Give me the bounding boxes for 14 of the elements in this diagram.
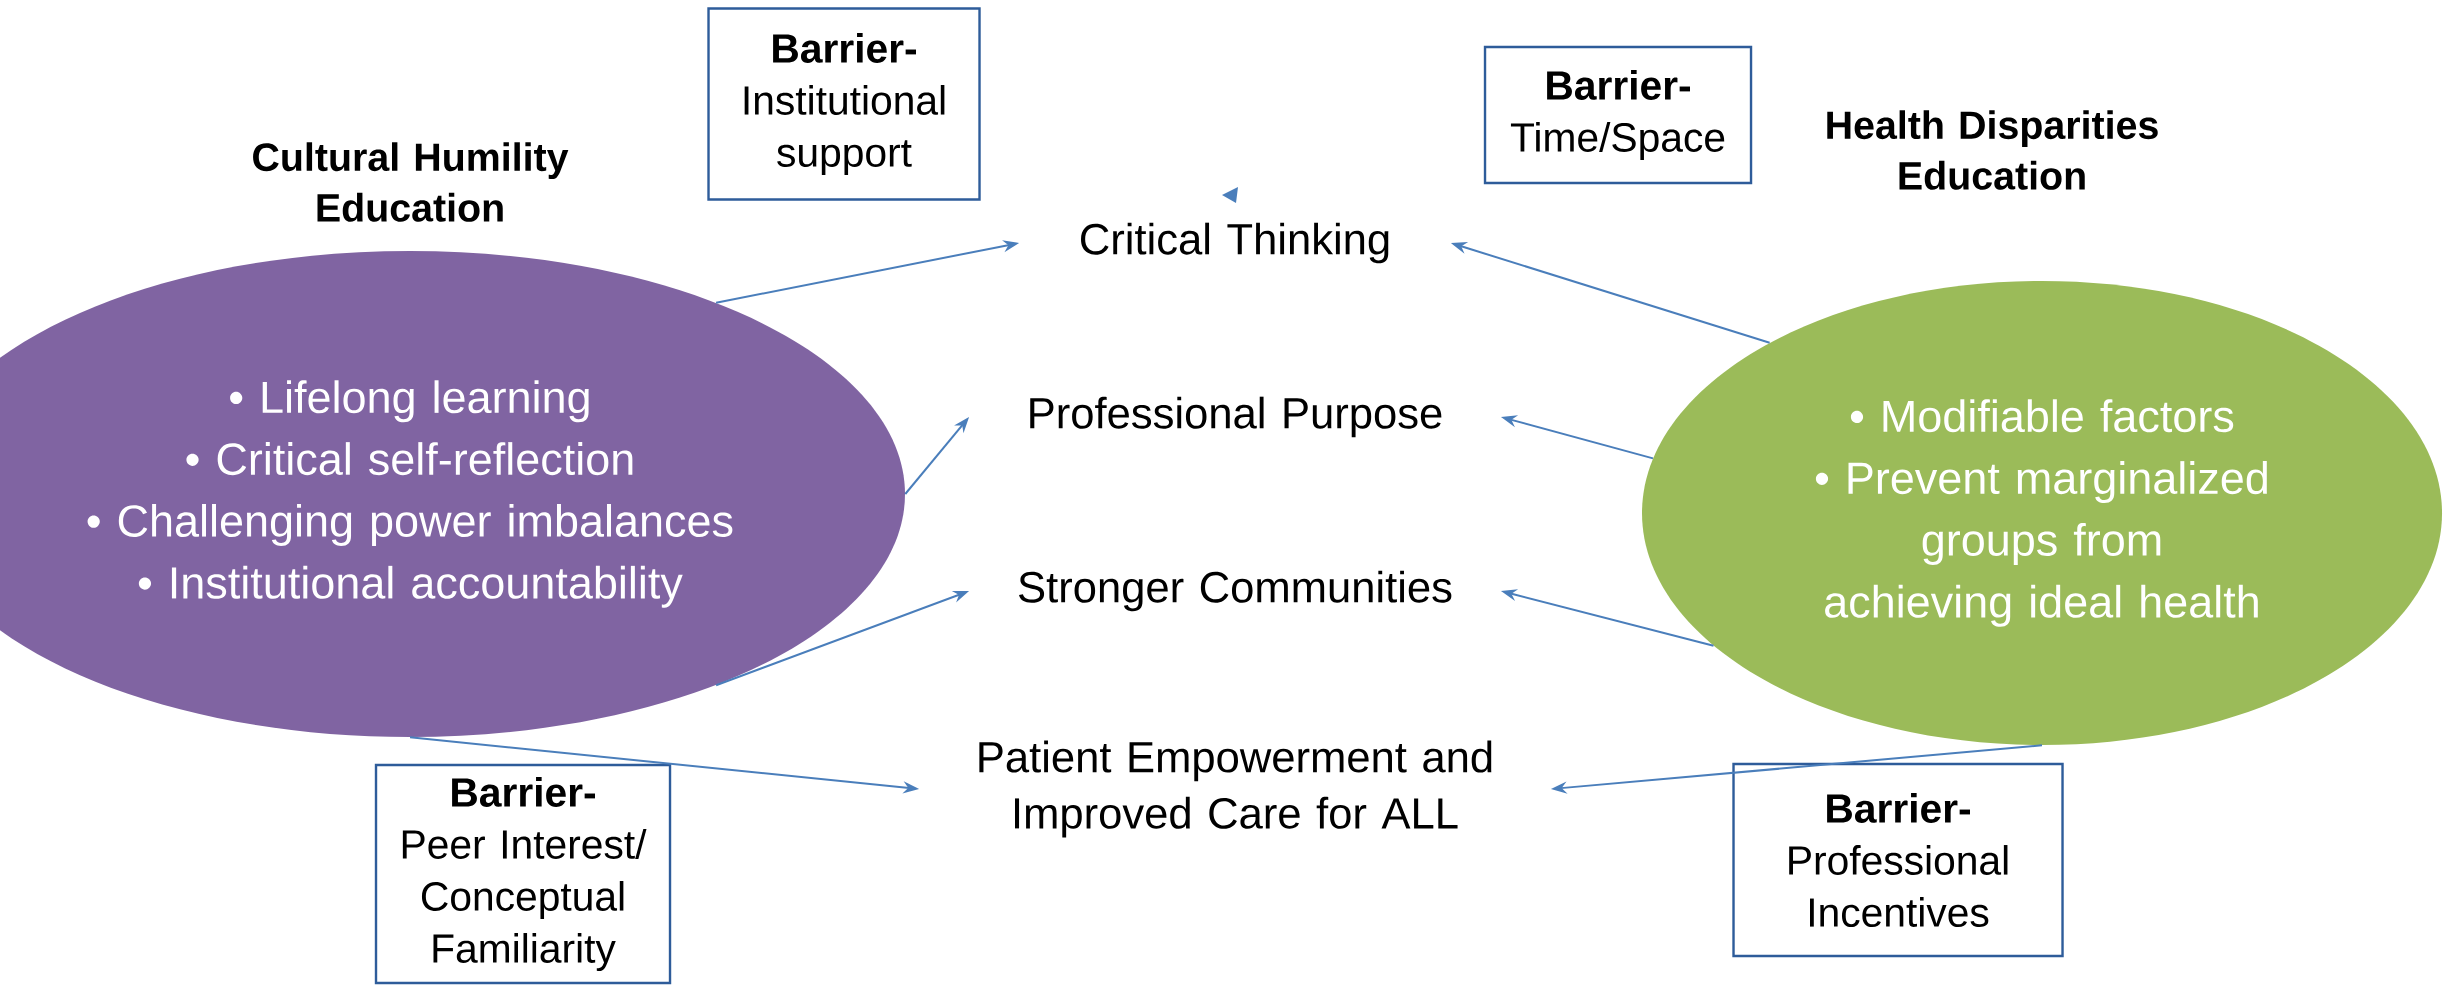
node-label: • Lifelong learning [230, 380, 589, 423]
outcome-label: Stronger Communities [1019, 570, 1452, 612]
outcome-label: Patient Empowerment and Improved Care for ALL [979, 740, 1492, 838]
barrier-box: Barrier- Institutional support [707, 7, 981, 201]
barrier-box: Barrier- Professional Incentives [1732, 762, 2064, 958]
outcome-label: Critical Thinking [1081, 222, 1389, 264]
node-label: • Challenging power imbalances [87, 503, 733, 546]
node-label: • Critical self-reflection [186, 442, 633, 476]
heading: Health Disparities Education [1827, 110, 2158, 190]
barrier-box: Barrier- Peer Interest/ Conceptual Familiarity [374, 763, 672, 985]
outcome-label: Professional Purpose [1030, 396, 1442, 438]
node-label: • Institutional accountability [138, 565, 683, 608]
barrier-box: Barrier- Time/Space [1483, 45, 1753, 185]
heading: Cultural Humility Education [253, 142, 569, 222]
